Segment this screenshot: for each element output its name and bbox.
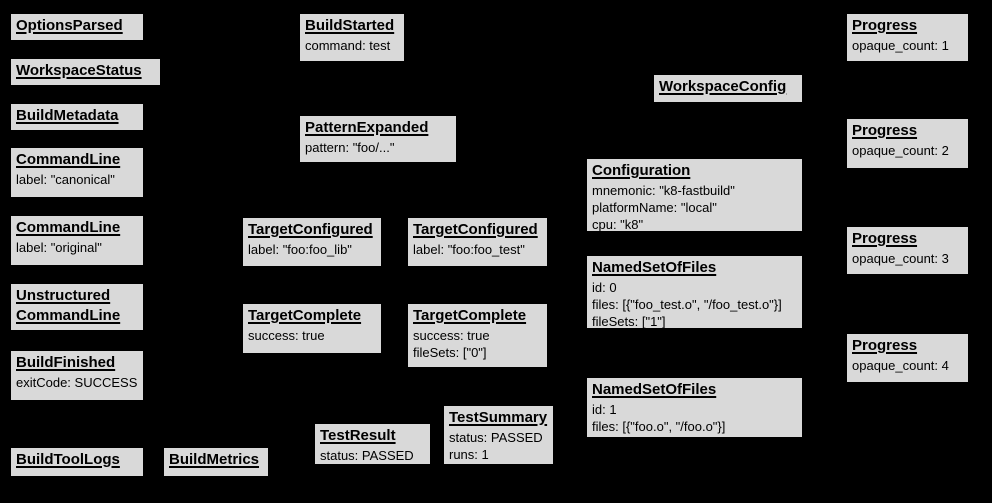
event-body: command: test <box>305 38 391 53</box>
event-title: Configuration <box>592 162 691 179</box>
event-title: BuildMetrics <box>169 451 260 468</box>
event-title: Progress <box>852 17 918 34</box>
event-body: label: "original" <box>16 240 102 255</box>
event-title: TestResult <box>320 427 396 444</box>
event-title: TargetComplete <box>248 307 362 324</box>
event-box-named-set-of-files-1: NamedSetOfFiles id: 1 files: [{"foo.o", … <box>586 377 803 438</box>
event-title: WorkspaceStatus <box>16 62 142 79</box>
event-box-target-complete-lib: TargetComplete success: true <box>242 303 382 354</box>
event-box-options-parsed: OptionsParsed <box>10 13 144 41</box>
event-title: WorkspaceConfig <box>659 78 787 95</box>
event-box-command-line-original: CommandLine label: "original" <box>10 215 144 266</box>
event-body: status: PASSED <box>320 448 414 463</box>
event-box-named-set-of-files-0: NamedSetOfFiles id: 0 files: [{"foo_test… <box>586 255 803 329</box>
event-title: TargetConfigured <box>413 221 538 238</box>
event-title: Unstructured CommandLine <box>16 287 121 324</box>
event-title: NamedSetOfFiles <box>592 381 717 398</box>
event-title: Progress <box>852 122 918 139</box>
event-body: opaque_count: 4 <box>852 358 949 373</box>
event-body: opaque_count: 3 <box>852 251 949 266</box>
event-body: opaque_count: 2 <box>852 143 949 158</box>
event-title: PatternExpanded <box>305 119 429 136</box>
event-box-progress-4: Progress opaque_count: 4 <box>846 333 969 383</box>
event-body: label: "canonical" <box>16 172 115 187</box>
event-box-build-tool-logs: BuildToolLogs <box>10 447 144 477</box>
event-box-progress-1: Progress opaque_count: 1 <box>846 13 969 62</box>
event-box-build-started: BuildStarted command: test <box>299 13 405 62</box>
event-box-build-metrics: BuildMetrics <box>163 447 269 477</box>
event-title: TargetComplete <box>413 307 527 324</box>
event-body: label: "foo:foo_lib" <box>248 242 352 257</box>
event-box-build-finished: BuildFinished exitCode: SUCCESS <box>10 350 144 401</box>
event-title: BuildStarted <box>305 17 395 34</box>
event-box-pattern-expanded: PatternExpanded pattern: "foo/..." <box>299 115 457 163</box>
event-title: OptionsParsed <box>16 17 123 34</box>
event-title: BuildMetadata <box>16 107 119 124</box>
event-box-target-configured-lib: TargetConfigured label: "foo:foo_lib" <box>242 217 382 267</box>
event-title: CommandLine <box>16 219 121 236</box>
event-title: BuildFinished <box>16 354 116 371</box>
event-body: success: true <box>248 328 325 343</box>
event-box-command-line-canonical: CommandLine label: "canonical" <box>10 147 144 198</box>
event-box-unstructured-command-line: Unstructured CommandLine <box>10 283 144 331</box>
event-box-target-configured-test: TargetConfigured label: "foo:foo_test" <box>407 217 548 267</box>
event-title: CommandLine <box>16 151 121 168</box>
event-title: Progress <box>852 337 918 354</box>
event-body: success: true fileSets: ["0"] <box>413 328 490 360</box>
event-body: mnemonic: "k8-fastbuild" platformName: "… <box>592 183 735 232</box>
event-body: pattern: "foo/..." <box>305 140 395 155</box>
event-body: id: 1 files: [{"foo.o", "/foo.o"}] <box>592 402 726 434</box>
event-body: opaque_count: 1 <box>852 38 949 53</box>
event-box-test-summary: TestSummary status: PASSED runs: 1 <box>443 405 554 465</box>
event-box-target-complete-test: TargetComplete success: true fileSets: [… <box>407 303 548 368</box>
event-box-build-metadata: BuildMetadata <box>10 103 144 131</box>
event-box-test-result: TestResult status: PASSED <box>314 423 431 465</box>
event-body: label: "foo:foo_test" <box>413 242 525 257</box>
event-body: exitCode: SUCCESS <box>16 375 138 390</box>
event-box-workspace-status: WorkspaceStatus <box>10 58 161 86</box>
event-title: Progress <box>852 230 918 247</box>
event-box-progress-3: Progress opaque_count: 3 <box>846 226 969 275</box>
event-title: NamedSetOfFiles <box>592 259 717 276</box>
event-box-configuration: Configuration mnemonic: "k8-fastbuild" p… <box>586 158 803 232</box>
event-title: TargetConfigured <box>248 221 373 238</box>
event-box-workspace-config: WorkspaceConfig <box>653 74 803 103</box>
event-title: BuildToolLogs <box>16 451 120 468</box>
event-box-progress-2: Progress opaque_count: 2 <box>846 118 969 169</box>
event-body: id: 0 files: [{"foo_test.o", "/foo_test.… <box>592 280 782 329</box>
event-title: TestSummary <box>449 409 548 426</box>
event-body: status: PASSED runs: 1 <box>449 430 543 462</box>
